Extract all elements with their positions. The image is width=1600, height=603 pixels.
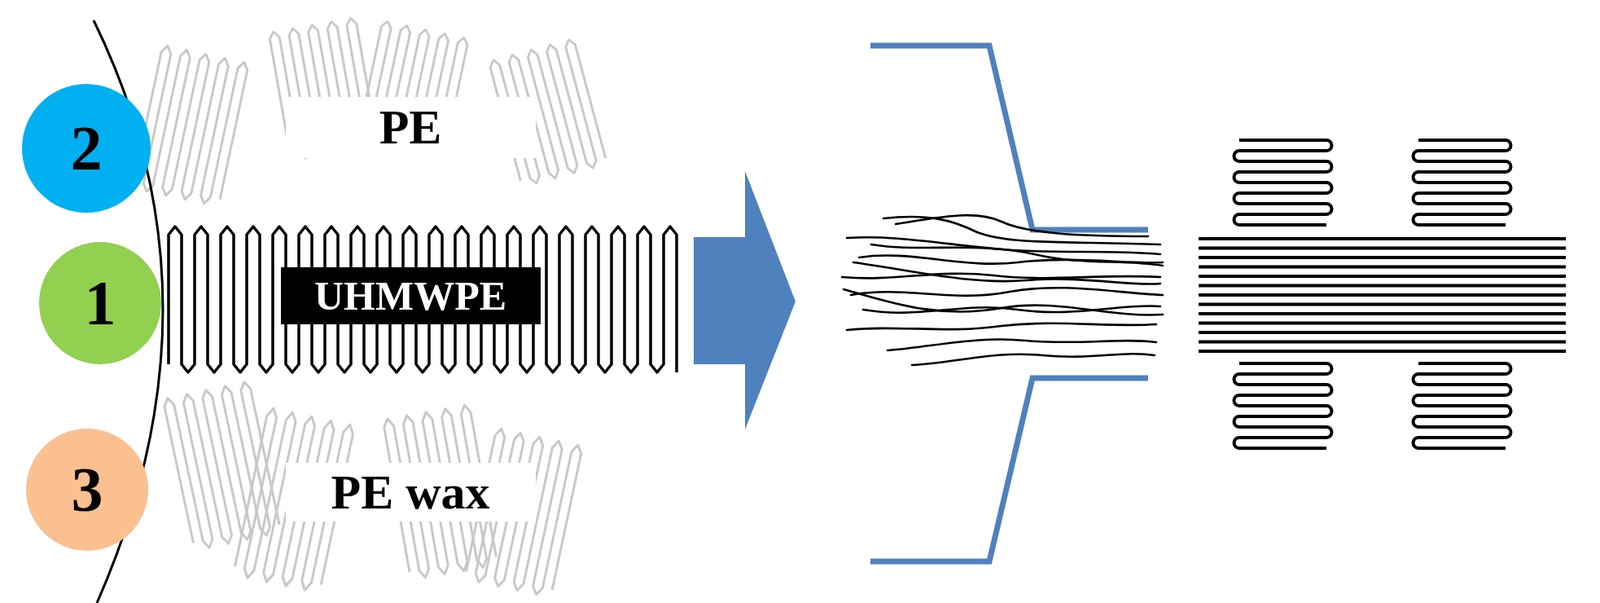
pe-lamellae — [132, 17, 608, 207]
die-wall — [870, 45, 1149, 230]
material-label: PE — [379, 102, 443, 152]
callout-circle: 1 — [39, 241, 162, 364]
material-box: UHMWPE — [280, 267, 541, 325]
shish-fibril — [1198, 238, 1566, 351]
uhmwpe-chain — [168, 226, 677, 373]
die-wall — [870, 377, 1149, 562]
process-arrow — [693, 170, 796, 430]
callout-circle: 3 — [26, 428, 149, 551]
callout-number: 3 — [71, 457, 104, 522]
tangled-chains — [841, 214, 1163, 365]
pe-wax-lamellae — [162, 381, 584, 598]
kebab-lamellae — [1234, 140, 1512, 448]
material-label: UHMWPE — [314, 275, 507, 316]
callout-number: 2 — [70, 116, 103, 180]
callout-circle: 2 — [21, 83, 151, 213]
callout-number: 1 — [84, 271, 117, 335]
material-label-patch: PE wax — [285, 462, 536, 522]
material-label-patch: PE — [285, 96, 536, 158]
material-label: PE wax — [331, 467, 491, 517]
